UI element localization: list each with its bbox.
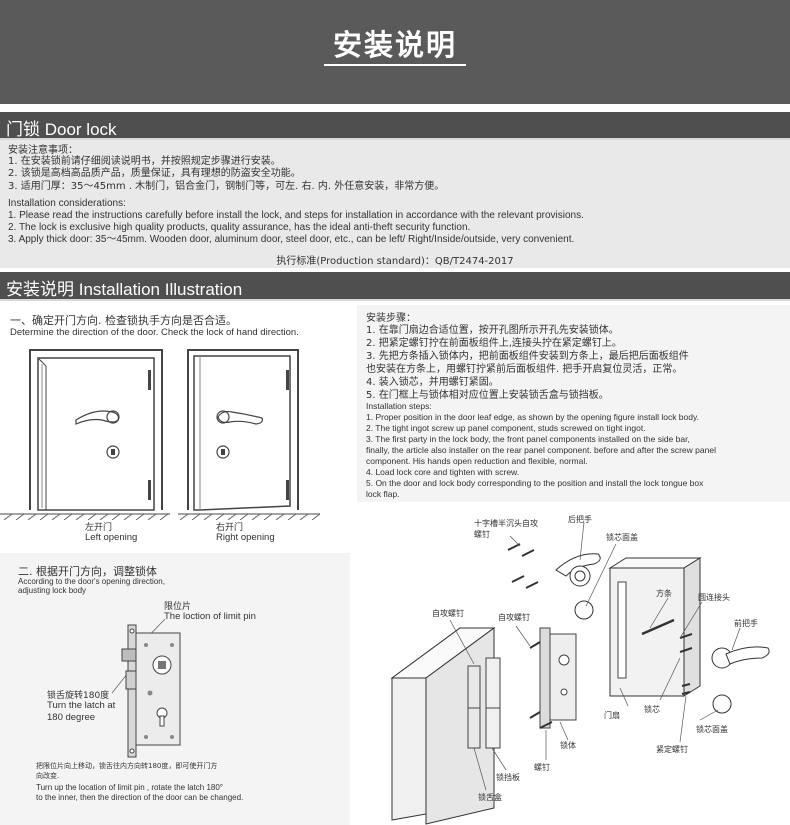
page-title: 安装说明 — [332, 28, 457, 62]
label-square-bar: 方条 — [656, 589, 672, 598]
steps-cn-heading: 安装步骤： — [366, 313, 416, 324]
latch-rotate-cn: 锁舌旋转180度 — [47, 691, 110, 701]
label-core-cover-top: 锁芯面盖 — [606, 533, 638, 542]
steps-en-item: 2. The tight ingot screw up panel compon… — [366, 423, 646, 433]
label-self-tap-screw-1: 自攻螺钉 — [432, 609, 464, 618]
label-door-leaf: 门扇 — [604, 711, 620, 720]
door-lock-heading: 门锁 Door lock — [6, 120, 117, 139]
square-bar-part — [641, 618, 675, 636]
label-rear-handle: 后把手 — [568, 515, 592, 524]
header-banner: 安装说明 — [0, 0, 790, 104]
label-lock-core: 锁芯 — [644, 705, 660, 714]
cn-note-item: 2. 该锁是高档高品质产品，质量保证，具有理想的防盗安全功能。 — [8, 168, 301, 179]
steps-cn-item: 2. 把紧定螺钉拧在前面板组件上,连接头拧在紧定螺钉上。 — [366, 338, 622, 349]
step2-note-en-1: Turn up the location of limit pin , rota… — [36, 783, 224, 792]
label-strike-box: 锁舌盒 — [478, 793, 502, 802]
step2-en-line2: adjusting lock body — [18, 586, 87, 595]
limit-pin-cn: 限位片 — [164, 602, 192, 612]
steps-en-item: 4. Load lock core and tighten with screw… — [366, 467, 520, 477]
exploded-assembly-diagram: 十字槽半沉头自攻 螺钉 后把手 锁芯面盖 自攻螺钉 自攻螺钉 方条 圆连接头 前… — [380, 508, 790, 825]
steps-en-item: component. His hands open reduction and … — [366, 456, 588, 466]
step1-panel: 一、确定开门方向. 检查锁执手方向是否合适。 Determine the dir… — [0, 305, 350, 550]
front-handle-part — [711, 646, 770, 714]
steps-cn-item: 5. 在门框上与锁体相对应位置上安装锁舌盒与锁挡板。 — [366, 390, 609, 401]
label-front-handle: 前把手 — [734, 619, 758, 628]
lock-body-part — [539, 627, 577, 729]
cn-note-item: 1. 在安装锁前请仔细阅读说明书，并按照规定步骤进行安装。 — [8, 156, 281, 167]
steps-en-item: 1. Proper position in the door leaf edge… — [366, 412, 699, 422]
en-notes-heading: Installation considerations: — [8, 198, 126, 209]
lock-body-diagram — [111, 618, 181, 758]
step2-note-en-2: to the inner, then the direction of the … — [36, 793, 244, 802]
steps-en-item: lock flap. — [366, 489, 400, 499]
en-note-item: 1. Please read the instructions carefull… — [8, 210, 584, 221]
installation-steps-panel: 安装步骤： 1. 在靠门扇边合适位置，按开孔图所示开孔先安装锁体。 2. 把紧定… — [357, 305, 790, 502]
step2-cn: 二. 根据开门方向，调整锁体 — [18, 565, 157, 578]
title-underline — [324, 64, 466, 66]
left-opening-en: Left opening — [85, 532, 138, 543]
installation-heading: 安装说明 Installation Illustration — [6, 280, 243, 299]
steps-cn-item: 3. 先把方条插入锁体内，把前面板组件安装到方条上，最后把后面板组件 — [366, 351, 689, 362]
steps-en-item: 3. The first party in the lock body, the… — [366, 434, 690, 444]
door-lock-section-bar: 门锁 Door lock — [0, 112, 790, 140]
leader-lines — [449, 521, 741, 791]
step2-note-cn-2: 向改变. — [36, 772, 60, 780]
installation-section-bar: 安装说明 Installation Illustration — [0, 272, 790, 301]
production-standard: 执行标准(Production standard)：QB/T2474-2017 — [276, 256, 514, 267]
label-cross-screw-2: 螺钉 — [474, 530, 490, 539]
right-opening-en: Right opening — [216, 532, 275, 543]
left-opening-cn: 左开门 — [85, 523, 113, 533]
steps-en-heading: Installation steps: — [366, 401, 432, 411]
steps-cn-item: 1. 在靠门扇边合适位置，按开孔图所示开孔先安装锁体。 — [366, 325, 619, 336]
step2-panel: 二. 根据开门方向，调整锁体 According to the door's o… — [0, 553, 350, 825]
latch-rotate-en-2: 180 degree — [47, 712, 96, 723]
rear-handle-part — [555, 553, 601, 620]
step2-note-cn-1: 把限位片向上移动，锁舌往内方向转180度，即可使开门方 — [36, 762, 218, 770]
installation-considerations: 安装注意事项： 1. 在安装锁前请仔细阅读说明书，并按照规定步骤进行安装。 2.… — [0, 140, 790, 268]
step1-en: Determine the direction of the door. Che… — [10, 327, 299, 338]
steps-en-item: finally, the article also installer on t… — [366, 445, 716, 455]
strike-parts — [467, 657, 501, 749]
label-strike-plate: 锁挡板 — [496, 773, 520, 782]
limit-pin-en: The loction of limit pin — [164, 611, 256, 622]
label-cross-screw-1: 十字槽半沉头自攻 — [474, 519, 538, 528]
cn-note-item: 3. 适用门厚：35～45mm . 木制门，铝合金门，钢制门等，可左. 右. 内… — [8, 181, 445, 192]
steps-cn-item: 也安装在方条上，用螺钉拧紧前后面板组件. 把手开启复位灵活，正常。 — [366, 364, 683, 375]
left-opening-door — [0, 349, 170, 520]
label-screw: 螺钉 — [534, 763, 550, 772]
screws-group — [507, 543, 693, 729]
label-set-screw: 紧定螺钉 — [656, 745, 688, 754]
label-self-tap-screw-2: 自攻螺钉 — [498, 613, 530, 622]
cn-notes-heading: 安装注意事项： — [8, 145, 78, 156]
steps-cn-item: 4. 装入锁芯，并用螺钉紧固。 — [366, 377, 499, 388]
label-round-connector: 圆连接头 — [698, 593, 730, 602]
en-note-item: 2. The lock is exclusive high quality pr… — [8, 222, 471, 233]
en-note-item: 3. Apply thick door: 35～45mm. Wooden doo… — [8, 234, 575, 245]
label-lock-body: 锁体 — [560, 741, 576, 750]
step1-cn: 一、确定开门方向. 检查锁执手方向是否合适。 — [10, 314, 237, 327]
label-core-cover-bottom: 锁芯面盖 — [696, 725, 728, 734]
latch-rotate-en-1: Turn the latch at — [47, 700, 116, 711]
right-opening-door — [178, 349, 321, 520]
step2-en-line1: According to the door's opening directio… — [18, 577, 165, 586]
door-opening-diagrams — [0, 349, 321, 520]
right-opening-cn: 右开门 — [216, 523, 244, 533]
steps-en-item: 5. On the door and lock body correspondi… — [366, 478, 704, 488]
